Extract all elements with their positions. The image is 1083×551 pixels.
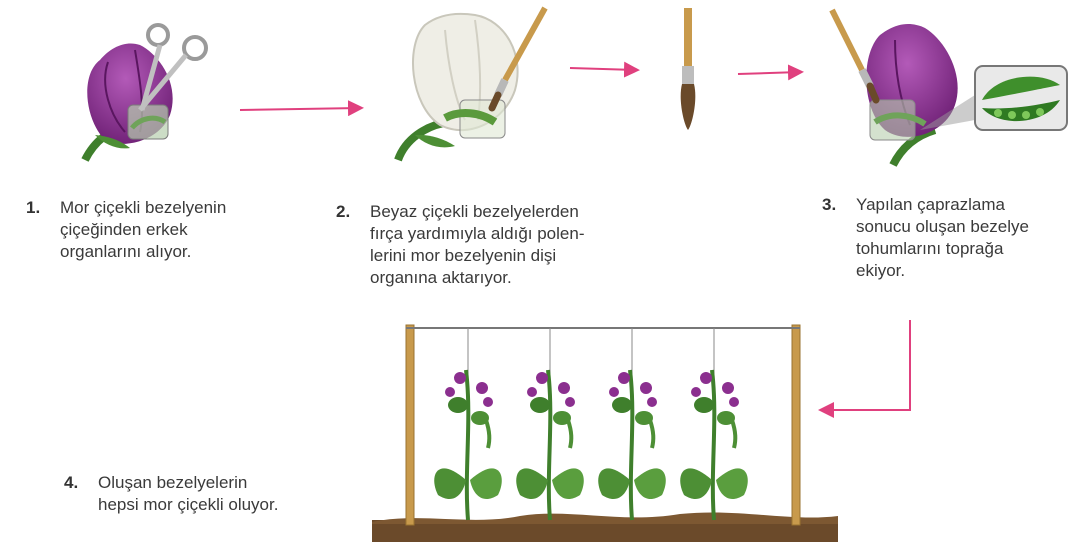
pea-plant-icon	[434, 328, 502, 520]
step-number: 4.	[64, 472, 78, 494]
caption-line: fırça yardımıyla aldığı polen-	[370, 223, 584, 245]
step-number: 2.	[336, 201, 350, 223]
caption-line: Oluşan bezelyelerin	[98, 472, 278, 494]
caption-line: Beyaz çiçekli bezelyelerden	[370, 201, 584, 223]
step-number: 3.	[822, 194, 836, 216]
caption-line: hepsi mor çiçekli oluyor.	[98, 494, 278, 516]
arrow-icon	[738, 72, 800, 74]
caption-line: tohumlarını toprağa	[856, 238, 1029, 260]
step-number: 1.	[26, 197, 40, 219]
pea-plant-icon	[516, 328, 584, 520]
caption-line: organına aktarıyor.	[370, 267, 584, 289]
caption-line: lerini mor bezelyenin dişi	[370, 245, 584, 267]
pea-plant-icon	[680, 328, 748, 520]
caption-line: organlarını alıyor.	[60, 241, 226, 263]
caption-line: çiçeğinden erkek	[60, 219, 226, 241]
purple-flower-1	[85, 43, 173, 160]
purple-flower-3	[866, 24, 957, 165]
paint-brush-icon	[681, 8, 696, 130]
arrow-icon	[570, 68, 636, 70]
caption-line: Mor çiçekli bezelyenin	[60, 197, 226, 219]
pea-plant-icon	[598, 328, 666, 520]
arrow-icon	[240, 108, 360, 110]
arrow-icon	[822, 320, 910, 410]
trellis	[372, 325, 838, 542]
caption-line: Yapılan çaprazlama	[856, 194, 1029, 216]
caption-line: sonucu oluşan bezelye	[856, 216, 1029, 238]
caption-line: ekiyor.	[856, 260, 1029, 282]
pea-pod-icon	[975, 66, 1067, 130]
